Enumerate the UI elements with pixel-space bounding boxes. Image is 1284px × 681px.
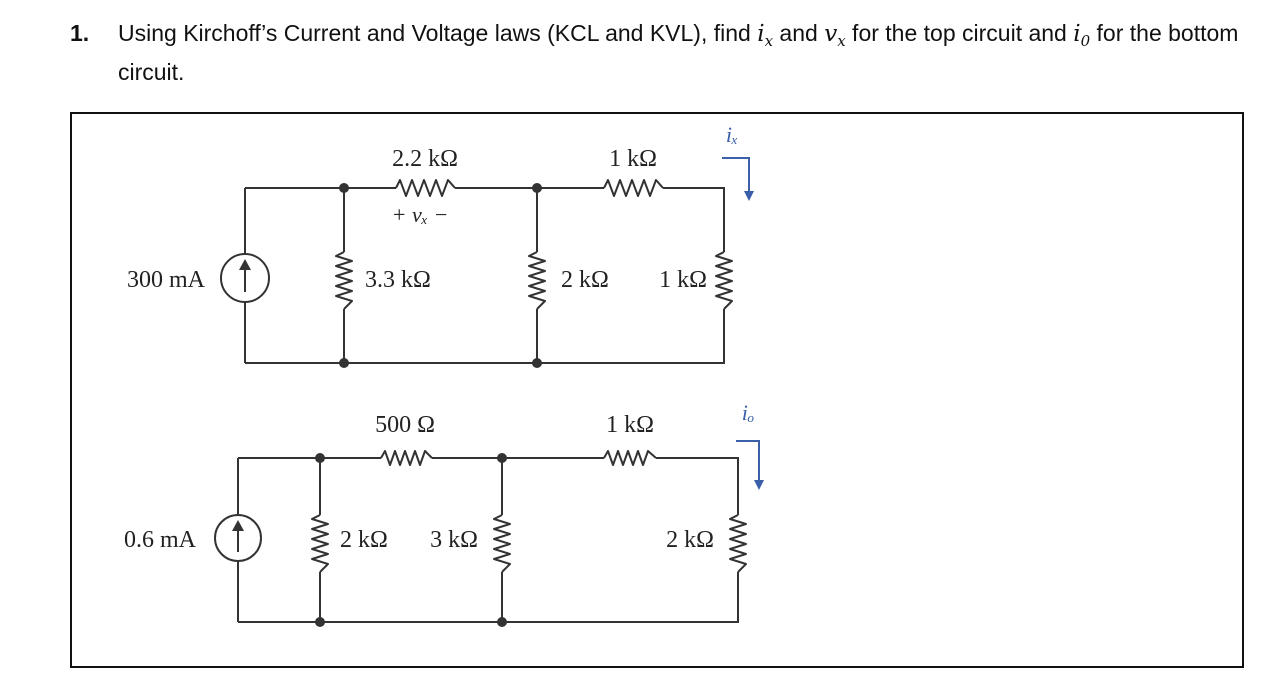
top-label-ix: iₓ: [726, 122, 738, 147]
bottom-label-2k-right: 2 kΩ: [666, 527, 714, 553]
top-source-arrow-icon: [239, 259, 251, 270]
top-resistor-2k: [528, 251, 546, 310]
top-label-3k3: 3.3 kΩ: [365, 267, 431, 293]
question-text-and: and: [773, 20, 825, 46]
ix-symbol: ix: [757, 21, 774, 50]
top-node-3: [339, 358, 349, 368]
io-base: i: [1073, 21, 1081, 47]
bottom-current-source: [214, 514, 262, 562]
bottom-wire-top-rail: [238, 457, 739, 515]
top-wire-bottom-rail: [245, 309, 725, 364]
bottom-node-4: [497, 617, 507, 627]
top-resistor-1k-shunt: [715, 251, 733, 310]
top-node-2: [532, 183, 542, 193]
bottom-circuit: 500 Ω 1 kΩ iₒ 0.6 mA 2 kΩ 3 kΩ 2 kΩ: [124, 400, 764, 627]
question-text-part2: for the top circuit and: [845, 20, 1074, 46]
top-wire-top-rail: [245, 187, 725, 252]
bottom-node-2: [497, 453, 507, 463]
top-ix-arrow-icon: [722, 157, 754, 201]
bottom-label-3k: 3 kΩ: [430, 527, 478, 553]
question-text-part3: for the bottom circuit.: [118, 20, 1239, 85]
top-label-2k: 2 kΩ: [561, 267, 609, 293]
top-node-4: [532, 358, 542, 368]
top-circuit: 2.2 kΩ + vₓ − 1 kΩ iₓ 300 mA 3.3 kΩ 2 kΩ…: [127, 122, 754, 368]
question-number: 1.: [70, 20, 90, 46]
bottom-label-2k-left: 2 kΩ: [340, 527, 388, 553]
question-text-part1: Using Kirchoff’s Current and Voltage law…: [118, 20, 758, 46]
bottom-node-3: [315, 617, 325, 627]
bottom-node-1: [315, 453, 325, 463]
bottom-resistor-3k: [493, 514, 511, 573]
vx-sub: x: [837, 32, 846, 50]
bottom-source-circle: [214, 514, 262, 562]
question-text: 1. Using Kirchoff’s Current and Voltage …: [70, 14, 1280, 91]
top-resistor-1k-series: [603, 179, 664, 197]
top-current-source: [220, 253, 270, 303]
top-source-circle: [220, 253, 270, 303]
bottom-wire-bottom-rail: [238, 572, 739, 623]
vx-base: v: [824, 21, 838, 47]
top-node-1: [339, 183, 349, 193]
top-label-1k-shunt: 1 kΩ: [659, 267, 707, 293]
bottom-label-source: 0.6 mA: [124, 527, 197, 553]
vx-symbol: vx: [824, 21, 846, 50]
bottom-label-1k: 1 kΩ: [606, 412, 654, 438]
top-resistor-3k3: [335, 251, 353, 310]
bottom-io-arrow-icon: [736, 440, 764, 490]
bottom-resistor-1k: [603, 450, 657, 466]
top-label-1k-series: 1 kΩ: [609, 146, 657, 172]
io-sub: 0: [1080, 32, 1091, 50]
bottom-source-arrow-icon: [232, 520, 244, 531]
ix-sub: x: [764, 32, 774, 50]
io-symbol: i0: [1073, 21, 1091, 50]
bottom-label-io: iₒ: [742, 400, 754, 425]
bottom-resistor-500: [380, 450, 433, 466]
figure-frame: [70, 112, 1244, 668]
top-label-source: 300 mA: [127, 267, 206, 293]
bottom-label-500: 500 Ω: [375, 412, 435, 438]
bottom-resistor-2k-left: [311, 514, 329, 573]
top-label-2k2: 2.2 kΩ: [392, 146, 458, 172]
ix-base: i: [757, 21, 765, 47]
bottom-resistor-2k-right: [729, 514, 747, 573]
top-label-vx: + vₓ −: [392, 202, 449, 227]
top-resistor-2k2: [395, 179, 456, 197]
question-body: Using Kirchoff’s Current and Voltage law…: [118, 14, 1280, 91]
